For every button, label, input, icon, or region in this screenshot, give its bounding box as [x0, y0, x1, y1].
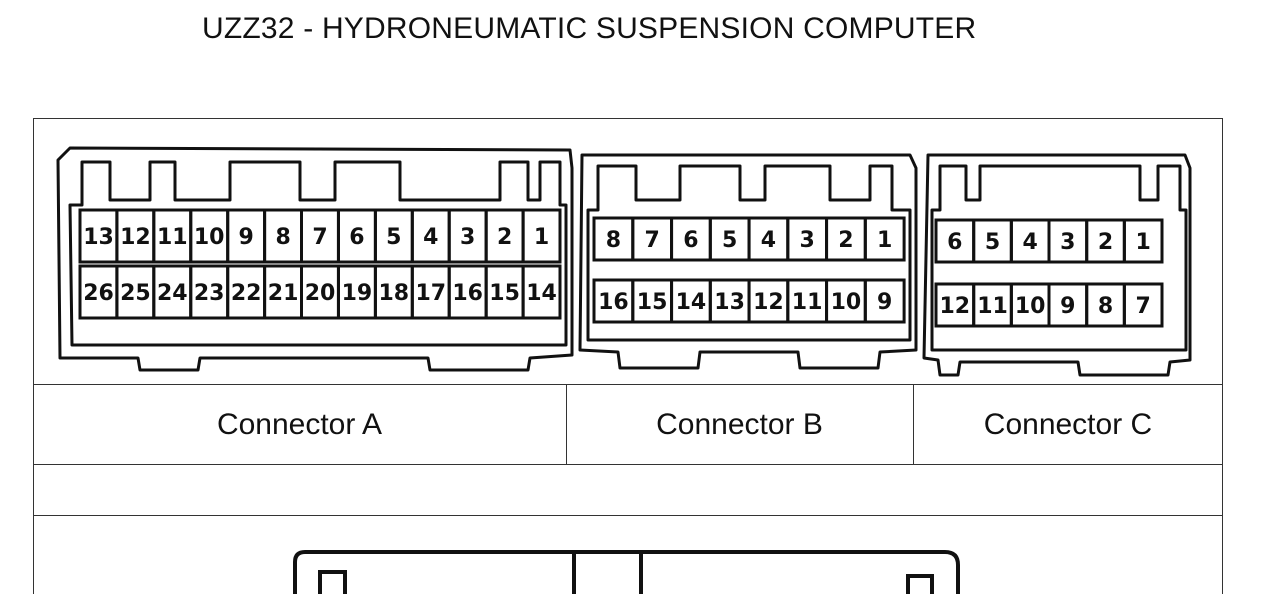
connector-b-pin-4: 4 [761, 228, 776, 253]
connector-a-housing [56, 146, 574, 372]
connector-a-pin-13: 13 [83, 225, 114, 250]
connector-a-pin-10: 10 [194, 225, 225, 250]
connector-b-pin-12: 12 [753, 290, 784, 315]
connector-b-inner-outline [586, 164, 912, 342]
connector-a-pin-17: 17 [415, 281, 446, 306]
connector-a-label: Connector A [216, 407, 383, 441]
connector-a-pin-12: 12 [120, 225, 151, 250]
connector-c-housing [922, 153, 1192, 377]
connector-a-pin-1: 1 [534, 225, 549, 250]
connector-b-pin-16: 16 [598, 290, 629, 315]
connector-b-pin-2: 2 [838, 228, 853, 253]
page-title: UZZ32 - HYDRONEUMATIC SUSPENSION COMPUTE… [202, 12, 977, 45]
connector-a-pin-18: 18 [378, 281, 409, 306]
connector-c-pin-1: 1 [1136, 230, 1151, 255]
connector-a-pin-14: 14 [526, 281, 557, 306]
connector-a-pin-11: 11 [157, 225, 188, 250]
connector-c-label: Connector C [983, 407, 1153, 441]
row-divider [33, 384, 1223, 385]
connector-a-pin-15: 15 [489, 281, 520, 306]
connector-a-pin-22: 22 [231, 281, 262, 306]
connector-c-pin-2: 2 [1098, 230, 1113, 255]
connector-c-pin-10: 10 [1015, 294, 1046, 319]
connector-a-pin-24: 24 [157, 281, 188, 306]
connector-c-pin-3: 3 [1060, 230, 1075, 255]
connector-a-pin-7: 7 [312, 225, 327, 250]
connector-a-pin-26: 26 [83, 281, 114, 306]
diagram-table [33, 118, 1223, 594]
pin-cell [1122, 218, 1164, 264]
connector-a-pin-23: 23 [194, 281, 225, 306]
connector-c-pin-4: 4 [1023, 230, 1038, 255]
row-divider [33, 464, 1223, 465]
connector-b-pin-1: 1 [877, 228, 892, 253]
connector-c-pin-12: 12 [939, 294, 970, 319]
connector-b-pin-7: 7 [644, 228, 659, 253]
connector-a-pin-20: 20 [305, 281, 336, 306]
connector-a-pin-4: 4 [423, 225, 438, 250]
connector-a-pin-21: 21 [268, 281, 299, 306]
connector-c-pin-9: 9 [1060, 294, 1075, 319]
connector-b-label: Connector B [656, 407, 823, 441]
connector-a-inner-outline [68, 160, 568, 347]
connector-b-pin-5: 5 [722, 228, 737, 253]
connector-a-pin-16: 16 [452, 281, 483, 306]
pin-cell [521, 208, 562, 264]
pin-cell [863, 278, 906, 324]
connector-a-pin-8: 8 [275, 225, 290, 250]
column-divider [913, 384, 914, 464]
connector-c-pin-8: 8 [1098, 294, 1113, 319]
connector-b-pin-9: 9 [877, 290, 892, 315]
connector-b-pin-8: 8 [606, 228, 621, 253]
pin-cell [521, 264, 562, 320]
connector-c-pin-6: 6 [947, 230, 962, 255]
connector-b-pin-6: 6 [683, 228, 698, 253]
connector-a-pin-3: 3 [460, 225, 475, 250]
connector-c-pin-7: 7 [1136, 294, 1151, 319]
pin-cell [1122, 282, 1164, 328]
connector-b-pin-3: 3 [799, 228, 814, 253]
connector-a-pin-9: 9 [239, 225, 254, 250]
connector-c-pin-11: 11 [977, 294, 1008, 319]
lower-connector-outline [293, 550, 960, 594]
row-divider [33, 515, 1223, 516]
connector-b-housing [578, 153, 918, 370]
connector-c-inner-outline [930, 164, 1188, 352]
connector-a-pin-6: 6 [349, 225, 364, 250]
connector-a-pin-25: 25 [120, 281, 151, 306]
connector-b-pin-11: 11 [792, 290, 823, 315]
connector-c-pin-5: 5 [985, 230, 1000, 255]
connector-b-pin-14: 14 [676, 290, 707, 315]
pin-cell [863, 216, 906, 262]
connector-a-pin-5: 5 [386, 225, 401, 250]
connector-b-pin-13: 13 [714, 290, 745, 315]
column-divider [566, 384, 567, 464]
connector-a-pin-2: 2 [497, 225, 512, 250]
connector-b-pin-10: 10 [831, 290, 862, 315]
connector-b-pin-15: 15 [637, 290, 668, 315]
connector-a-pin-19: 19 [342, 281, 373, 306]
